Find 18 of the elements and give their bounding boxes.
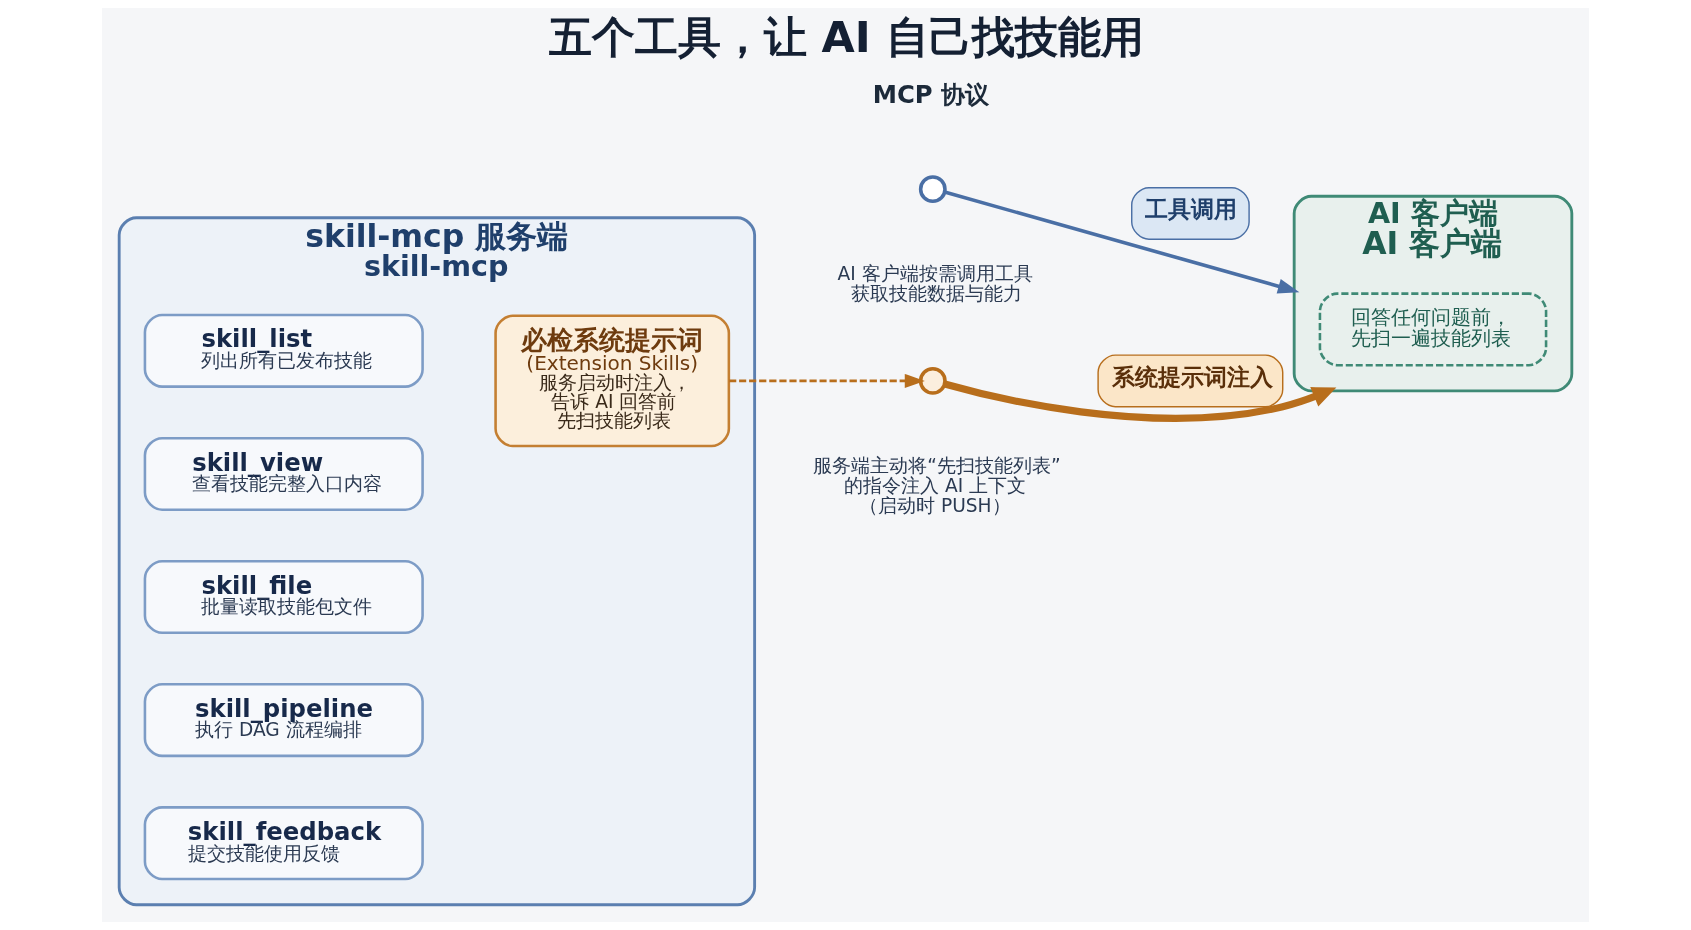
node-box: skill_pipeline 执行 DAG 流程编排	[143, 683, 424, 758]
diagram-title: 五个工具，让 AI 自己找技能用	[548, 12, 1144, 63]
arrow	[944, 190, 1300, 294]
label: AI 客户端按需调用工具获取技能数据与能力	[837, 262, 1033, 304]
node-box: 必检系统提示词 (Extension Skills) 服务启动时注入，告诉 AI 回答前先扫技能列表	[494, 314, 731, 448]
label: 服务端主动将“先扫技能列表”的指令注入 AI 上下文（启动时 PUSH）	[813, 454, 1061, 516]
node-box: skill_file 批量读取技能包文件	[143, 559, 424, 635]
node-box: skill_feedback 提交技能使用反馈	[143, 806, 424, 881]
edge-label: 系统提示词注入	[1111, 363, 1273, 390]
node-box: 回答任何问题前，先扫一遍技能列表	[1318, 292, 1548, 367]
edge-label: 工具调用	[1144, 196, 1237, 223]
label: MCP 协议	[872, 80, 990, 110]
node-box: skill_view 查看技能完整入口内容	[143, 436, 424, 511]
node-circle	[918, 366, 947, 395]
node-circle	[918, 175, 947, 204]
arrow	[943, 380, 1337, 422]
arrow	[729, 373, 925, 388]
node-box: skill_list 列出所有已发布技能	[143, 313, 424, 388]
